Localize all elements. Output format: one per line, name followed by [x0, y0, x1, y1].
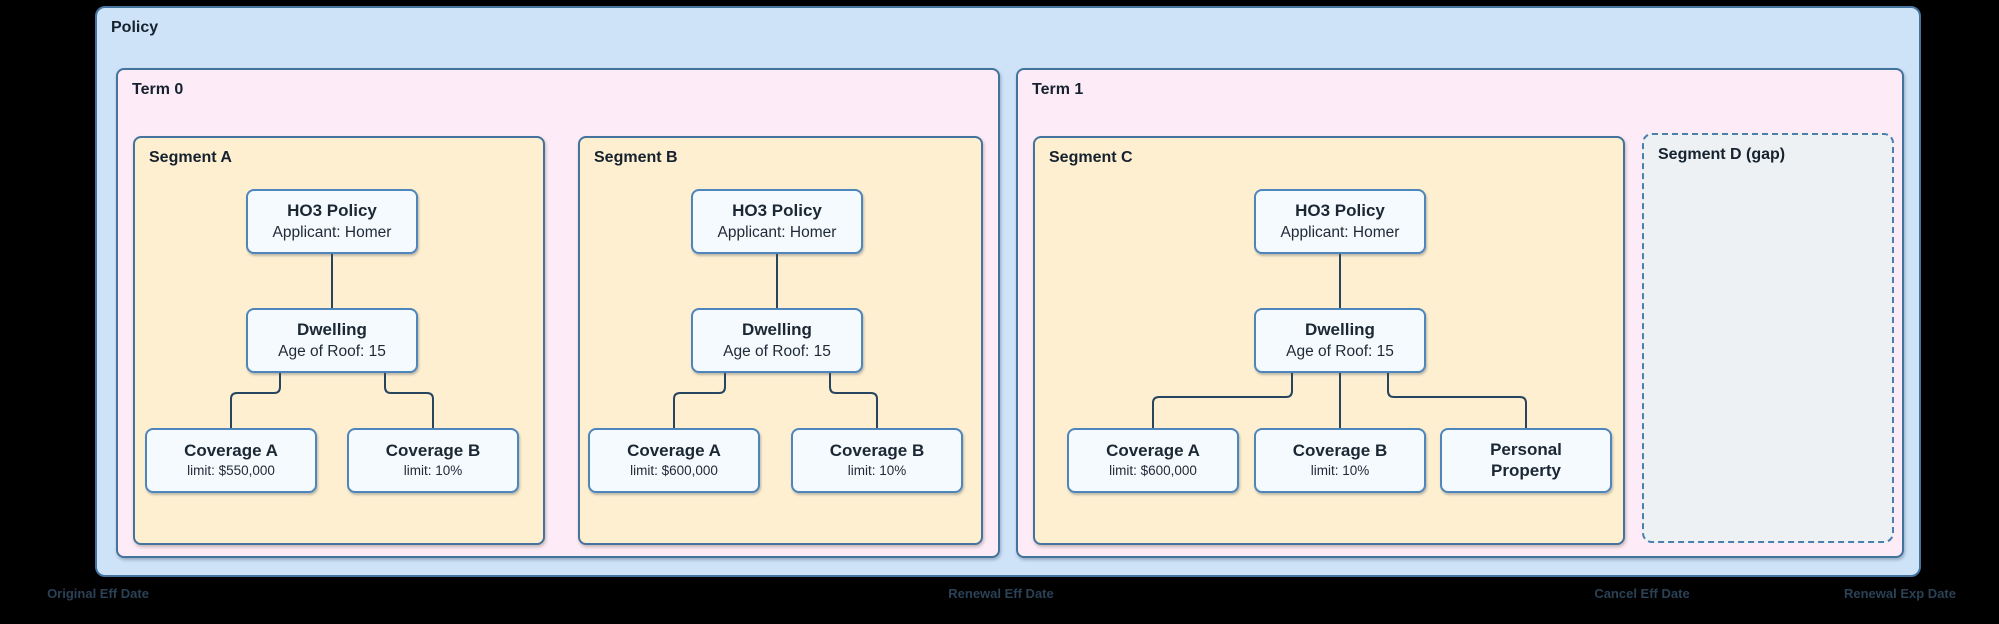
node-ho3-policy: HO3 Policy Applicant: Homer — [1254, 189, 1426, 254]
node-coverage-a: Coverage A limit: $600,000 — [1067, 428, 1239, 493]
node-title: Coverage A — [627, 441, 721, 461]
node-personal-property: Personal Property — [1440, 428, 1612, 493]
segment-d-gap-container: Segment D (gap) — [1642, 133, 1894, 543]
node-subtitle: Age of Roof: 15 — [278, 342, 386, 360]
node-title: Coverage A — [1106, 441, 1200, 461]
node-subtitle: limit: 10% — [847, 462, 907, 478]
term-1-label: Term 1 — [1032, 81, 1084, 98]
node-title: Coverage B — [829, 441, 925, 461]
node-subtitle: limit: $600,000 — [1109, 462, 1197, 478]
segment-c-label: Segment C — [1049, 149, 1133, 166]
policy-label: Policy — [111, 19, 159, 36]
node-coverage-b: Coverage B limit: 10% — [791, 428, 963, 493]
node-subtitle: limit: 10% — [403, 462, 463, 478]
node-dwelling: Dwelling Age of Roof: 15 — [691, 308, 863, 373]
node-coverage-b: Coverage B limit: 10% — [347, 428, 519, 493]
node-coverage-a: Coverage A limit: $550,000 — [145, 428, 317, 493]
node-title: Personal Property — [1490, 440, 1562, 480]
timeline-label-original-eff-date: Original Eff Date — [47, 586, 149, 601]
node-ho3-policy: HO3 Policy Applicant: Homer — [691, 189, 863, 254]
node-title: Coverage B — [385, 441, 481, 461]
timeline-label-renewal-exp-date: Renewal Exp Date — [1844, 586, 1956, 601]
node-title: Coverage B — [1292, 441, 1388, 461]
node-subtitle: Age of Roof: 15 — [1286, 342, 1394, 360]
node-title: Dwelling — [742, 320, 812, 340]
node-title: Dwelling — [297, 320, 367, 340]
node-coverage-a: Coverage A limit: $600,000 — [588, 428, 760, 493]
term-0-label: Term 0 — [132, 81, 184, 98]
node-title: HO3 Policy — [732, 201, 822, 221]
node-subtitle: Applicant: Homer — [272, 223, 392, 241]
node-subtitle: limit: $550,000 — [187, 462, 275, 478]
node-title: Coverage A — [184, 441, 278, 461]
node-subtitle: limit: $600,000 — [630, 462, 718, 478]
node-subtitle: Age of Roof: 15 — [723, 342, 831, 360]
node-subtitle: Applicant: Homer — [717, 223, 837, 241]
segment-d-label: Segment D (gap) — [1658, 146, 1786, 163]
node-subtitle: Applicant: Homer — [1280, 223, 1400, 241]
node-dwelling: Dwelling Age of Roof: 15 — [1254, 308, 1426, 373]
node-coverage-b: Coverage B limit: 10% — [1254, 428, 1426, 493]
node-ho3-policy: HO3 Policy Applicant: Homer — [246, 189, 418, 254]
segment-b-label: Segment B — [594, 149, 678, 166]
node-title: Dwelling — [1305, 320, 1375, 340]
node-title: HO3 Policy — [1295, 201, 1385, 221]
node-subtitle: limit: 10% — [1310, 462, 1370, 478]
node-title: HO3 Policy — [287, 201, 377, 221]
node-dwelling: Dwelling Age of Roof: 15 — [246, 308, 418, 373]
timeline-label-cancel-eff-date: Cancel Eff Date — [1594, 586, 1690, 601]
timeline-label-renewal-eff-date: Renewal Eff Date — [948, 586, 1054, 601]
segment-a-label: Segment A — [149, 149, 232, 166]
